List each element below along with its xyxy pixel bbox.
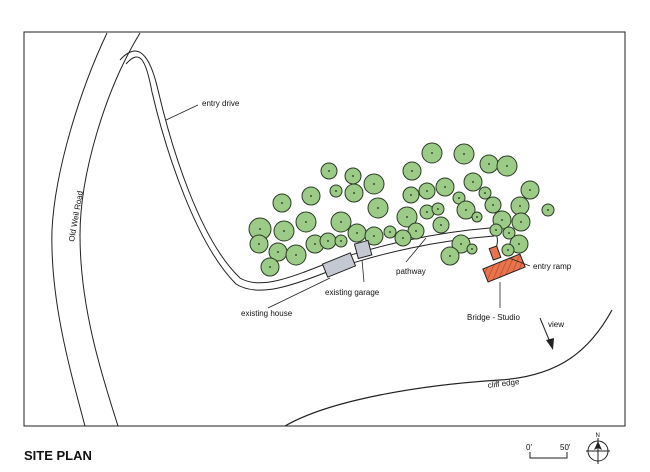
tree-trunk-dot xyxy=(508,232,510,234)
bridge-studio xyxy=(482,253,526,283)
tree-trunk-dot xyxy=(305,221,307,223)
tree-trunk-dot xyxy=(529,189,531,191)
scale-bar: 0' 50' xyxy=(526,443,571,459)
tree-trunk-dot xyxy=(444,186,446,188)
tree-trunk-dot xyxy=(410,194,412,196)
tree-trunk-dot xyxy=(373,235,375,237)
tree-trunk-dot xyxy=(340,240,342,242)
tree-trunk-dot xyxy=(353,192,355,194)
tree-trunk-dot xyxy=(465,209,467,211)
tree-trunk-dot xyxy=(458,197,460,199)
tree-trunk-dot xyxy=(520,221,522,223)
view-arrow xyxy=(539,317,554,350)
tree-trunk-dot xyxy=(295,254,297,256)
tree-trunk-dot xyxy=(476,216,478,218)
tree-trunk-dot xyxy=(258,243,260,245)
tree-trunk-dot xyxy=(484,192,486,194)
tree-trunk-dot xyxy=(277,251,279,253)
tree-trunk-dot xyxy=(471,248,473,250)
entry-ramp xyxy=(488,245,502,261)
tree-trunk-dot xyxy=(259,228,261,230)
drawing-frame xyxy=(23,31,626,427)
tree-trunk-dot xyxy=(437,208,439,210)
entry-drive xyxy=(119,50,495,291)
tree-trunk-dot xyxy=(406,216,408,218)
tree-trunk-dot xyxy=(389,231,391,233)
cliff-edge-line xyxy=(284,309,613,427)
tree-trunk-dot xyxy=(327,240,329,242)
tree-trunk-dot xyxy=(426,211,428,213)
tree-trunk-dot xyxy=(411,170,413,172)
leader-lines xyxy=(165,104,531,309)
tree-trunk-dot xyxy=(283,230,285,232)
pathway-label: pathway xyxy=(396,267,426,276)
view-label: view xyxy=(548,320,564,329)
tree-trunk-dot xyxy=(431,152,433,154)
tree-trunk-dot xyxy=(314,243,316,245)
cliff-edge-label: cliff edge xyxy=(487,377,520,390)
existing-house xyxy=(321,252,357,278)
tree-trunk-dot xyxy=(492,204,494,206)
scale-start-label: 0' xyxy=(526,443,532,452)
tree-trunk-dot xyxy=(518,243,520,245)
entry-ramp-label: entry ramp xyxy=(533,262,572,271)
tree-trunk-dot xyxy=(356,232,358,234)
tree-trunk-dot xyxy=(506,165,508,167)
tree-trunk-dot xyxy=(373,183,375,185)
tree-trunk-dot xyxy=(547,209,549,211)
tree-trunk-dot xyxy=(501,219,503,221)
tree-trunk-dot xyxy=(328,170,330,172)
tree-trunk-dot xyxy=(310,195,312,197)
tree-trunk-dot xyxy=(335,190,337,192)
tree-trunk-dot xyxy=(472,181,474,183)
tree-trunk-dot xyxy=(488,163,490,165)
tree-trunk-dot xyxy=(415,230,417,232)
road-label: Old Weil Road xyxy=(67,190,85,242)
tree-trunk-dot xyxy=(519,205,521,207)
tree-trunk-dot xyxy=(449,255,451,257)
tree-trunk-dot xyxy=(460,243,462,245)
bridge-studio-label: Bridge - Studio xyxy=(467,313,520,322)
entry-drive-label: entry drive xyxy=(202,99,240,108)
tree-trunk-dot xyxy=(440,224,442,226)
existing-garage-label: existing garage xyxy=(325,288,380,297)
old-weil-road xyxy=(51,32,141,427)
tree-trunk-dot xyxy=(402,237,404,239)
scale-end-label: 50' xyxy=(560,443,571,452)
tree-trunk-dot xyxy=(507,249,509,251)
tree-group xyxy=(248,142,555,277)
tree-trunk-dot xyxy=(377,207,379,209)
tree-trunk-dot xyxy=(352,175,354,177)
tree-trunk-dot xyxy=(426,190,428,192)
north-arrow-icon: N xyxy=(586,433,610,464)
tree-trunk-dot xyxy=(340,221,342,223)
page-title: SITE PLAN xyxy=(24,448,92,463)
tree-trunk-dot xyxy=(269,266,271,268)
tree-trunk-dot xyxy=(281,202,283,204)
north-label: N xyxy=(596,433,600,439)
tree-trunk-dot xyxy=(463,153,465,155)
existing-garage xyxy=(353,239,373,260)
tree-trunk-dot xyxy=(495,229,497,231)
existing-house-label: existing house xyxy=(241,309,293,318)
